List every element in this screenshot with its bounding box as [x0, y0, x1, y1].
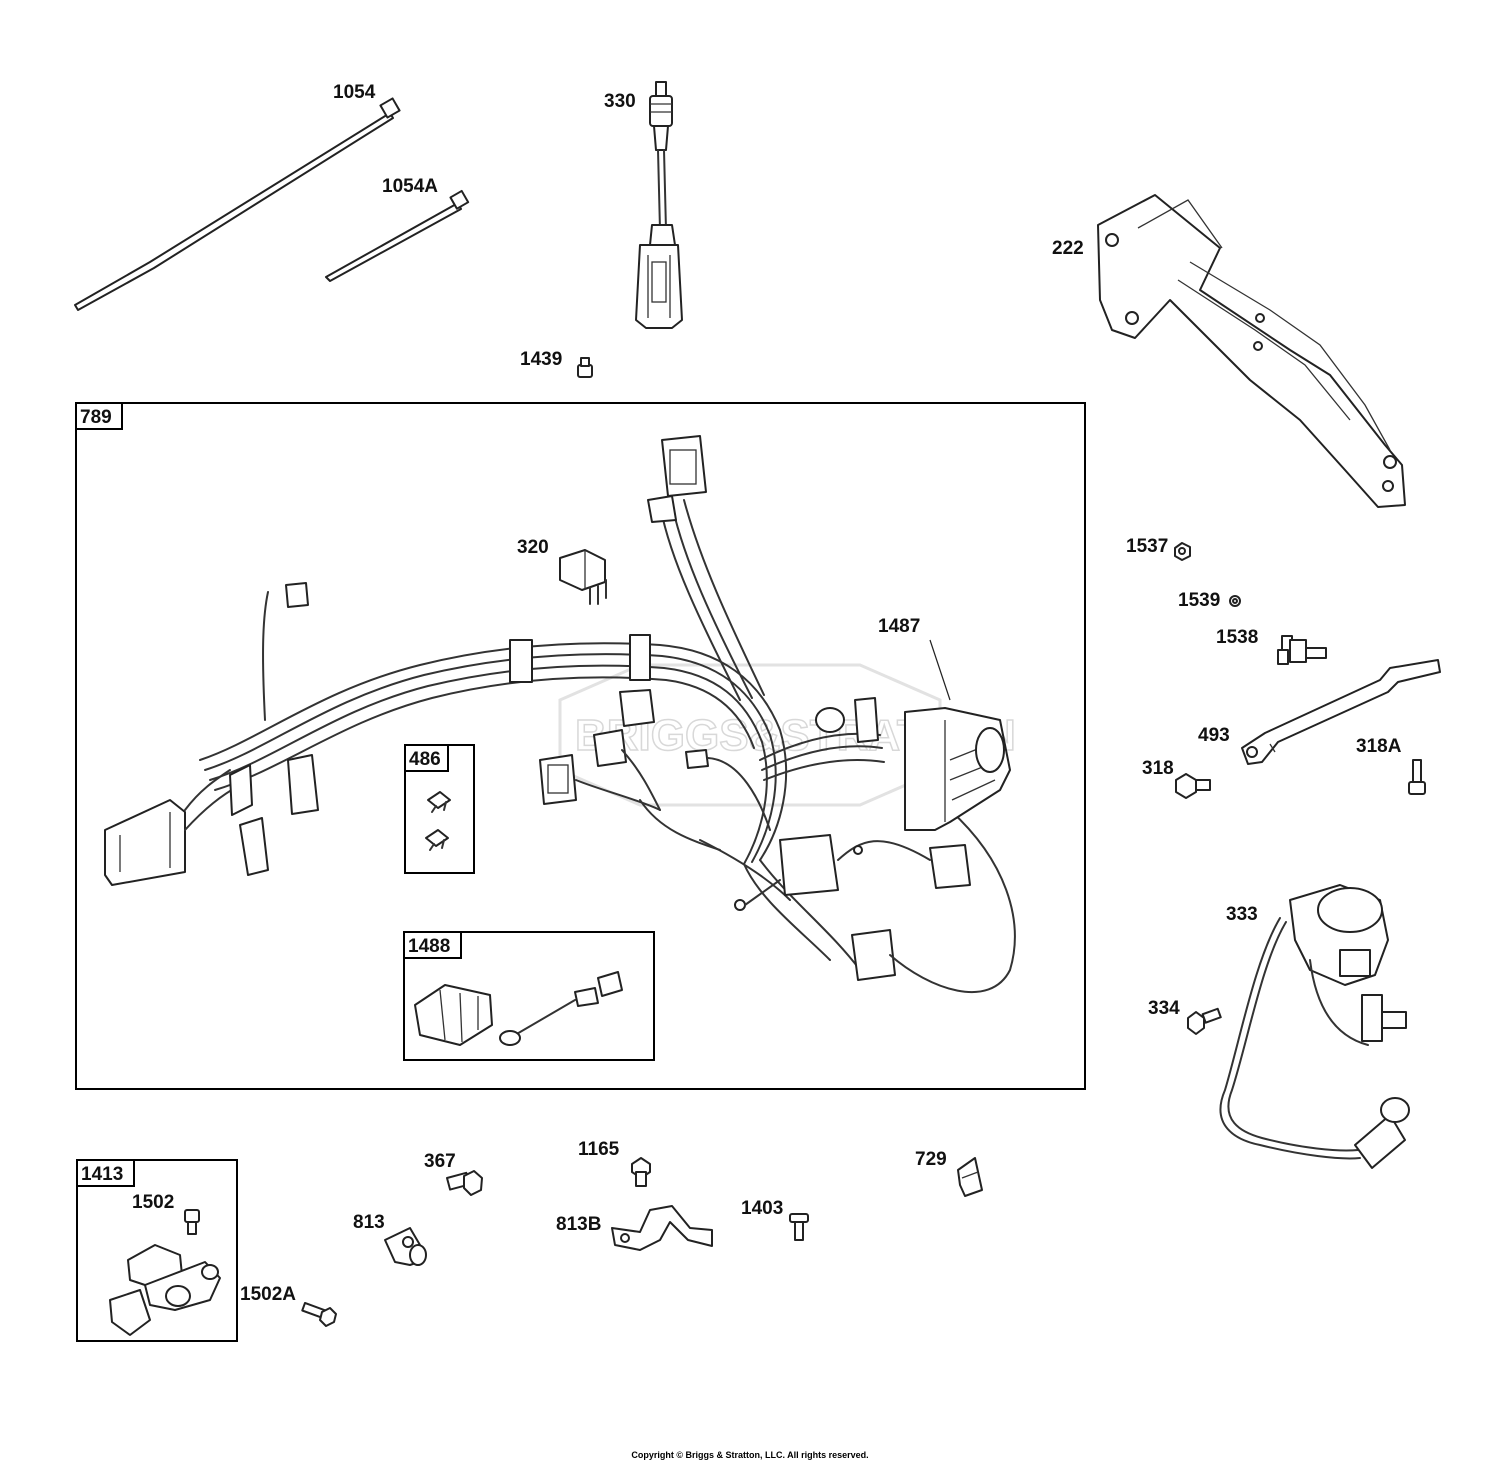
callout-493: 493 [1198, 725, 1230, 746]
screw-1165[interactable] [631, 1157, 651, 1187]
fuse-486[interactable] [425, 791, 451, 851]
callout-813: 813 [353, 1212, 385, 1233]
leader-1487 [929, 639, 951, 701]
callout-333: 333 [1226, 904, 1258, 925]
ignition-coil-333[interactable] [1219, 884, 1410, 1169]
bracket-493[interactable] [1241, 659, 1441, 765]
callout-1502a: 1502A [240, 1284, 296, 1305]
screw-1439[interactable] [577, 357, 593, 378]
callout-1439: 1439 [520, 349, 562, 370]
callout-318a: 318A [1356, 736, 1402, 757]
sensor-1413[interactable] [109, 1244, 221, 1336]
callout-1538: 1538 [1216, 627, 1258, 648]
relay-320[interactable] [559, 549, 607, 605]
screw-367[interactable] [445, 1170, 483, 1196]
callout-367: 367 [424, 1151, 456, 1172]
bracket-222[interactable] [1097, 194, 1406, 508]
callout-222: 222 [1052, 238, 1084, 259]
box-label-1488: 1488 [408, 936, 450, 957]
callout-1054a: 1054A [382, 176, 438, 197]
box-label-789: 789 [80, 407, 112, 428]
screw-1502a[interactable] [301, 1302, 337, 1327]
clip-729[interactable] [957, 1157, 983, 1197]
stud-1538[interactable] [1277, 635, 1327, 665]
callout-334: 334 [1148, 998, 1180, 1019]
callout-1403: 1403 [741, 1198, 783, 1219]
callout-318: 318 [1142, 758, 1174, 779]
nut-1537[interactable] [1174, 542, 1191, 561]
callout-320: 320 [517, 537, 549, 558]
connector-kit-1488[interactable] [414, 971, 623, 1046]
sensor-330[interactable] [635, 81, 683, 329]
callout-1487: 1487 [878, 616, 920, 637]
clamp-813b[interactable] [611, 1205, 713, 1251]
box-486: 486 [404, 744, 475, 874]
box-label-1413: 1413 [81, 1164, 123, 1185]
callout-729: 729 [915, 1149, 947, 1170]
box-789: 789 [75, 402, 1086, 1090]
callout-1502: 1502 [132, 1192, 174, 1213]
box-label-486: 486 [409, 749, 441, 770]
cable-tie-1054a[interactable] [325, 189, 470, 282]
screw-334[interactable] [1187, 1007, 1222, 1035]
callout-1054: 1054 [333, 82, 376, 103]
wiring-harness-789[interactable] [104, 435, 1016, 994]
screw-318a[interactable] [1408, 759, 1426, 795]
screw-1502[interactable] [184, 1209, 200, 1235]
callout-813b: 813B [556, 1214, 601, 1235]
screw-1403[interactable] [789, 1213, 809, 1241]
callout-1539: 1539 [1178, 590, 1220, 611]
copyright-notice: Copyright © Briggs & Stratton, LLC. All … [631, 1450, 868, 1460]
screw-318[interactable] [1175, 773, 1211, 799]
box-1413: 1413 [76, 1159, 238, 1342]
callout-1165: 1165 [578, 1139, 620, 1160]
cable-tie-1054[interactable] [74, 97, 401, 311]
washer-1539[interactable] [1229, 595, 1241, 607]
callout-1537: 1537 [1126, 536, 1168, 557]
callout-330: 330 [604, 91, 636, 112]
box-1488: 1488 [403, 931, 655, 1061]
clamp-813[interactable] [384, 1227, 427, 1266]
